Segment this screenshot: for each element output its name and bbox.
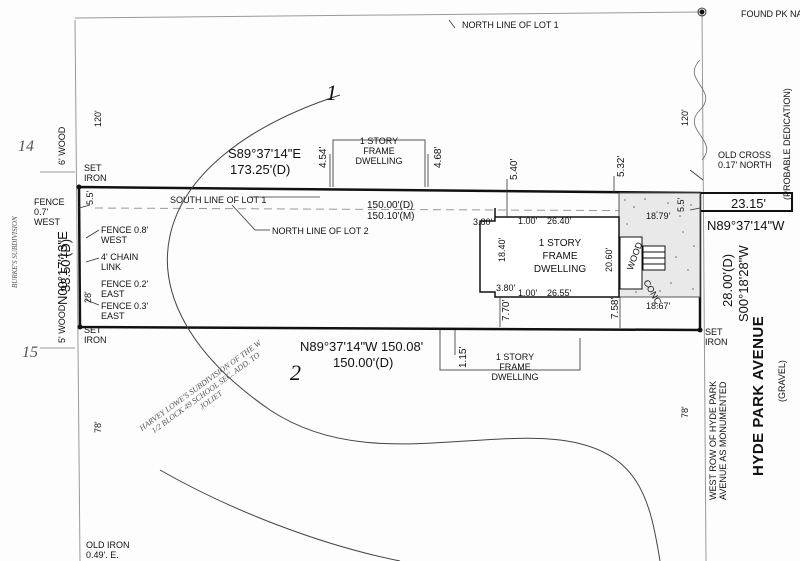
dim-770: 7.70'	[501, 299, 512, 321]
north-line-lot1-label: NORTH LINE OF LOT 1	[462, 20, 559, 30]
gravel-label: (GRAVEL)	[777, 360, 787, 402]
break-line	[693, 59, 708, 161]
west-lot-line	[74, 19, 81, 561]
dim-2655: 26.55'	[547, 288, 572, 298]
north-neighbor-house	[332, 139, 426, 187]
south-bearing: N89°37'14"W 150.08'	[300, 339, 424, 354]
found-pk-nail-label: FOUND PK NAIL	[741, 9, 800, 19]
subdivision-west-label: BURKE'S SUBDIVISION	[11, 216, 19, 288]
fence-07-label: FENCE 0.7' WEST	[34, 197, 65, 227]
east-distance: 28.00'(D)	[720, 253, 735, 307]
dim-115: 1.15'	[458, 346, 469, 368]
dist-m-label: 150.10'(M)	[367, 211, 415, 222]
dim-1840: 18.40'	[497, 237, 507, 262]
dim-2060: 20.60'	[604, 247, 614, 272]
dim-2315: 23.15'	[731, 196, 767, 211]
dim-468: 4.68'	[433, 146, 444, 168]
south-distance: 150.00'(D)	[333, 355, 394, 370]
lot1-number: 1	[326, 80, 337, 105]
five-wood-fence: 5' WOOD	[57, 304, 67, 343]
dim-120-left: 120'	[93, 110, 103, 127]
fence-08-label: FENCE 0.8' WEST	[101, 225, 149, 245]
six-wood-fence: 6' WOOD	[57, 126, 67, 165]
dim-2640: 26.40'	[547, 216, 572, 226]
dim-78-right: 78'	[680, 406, 690, 418]
hyde-park-avenue: HYDE PARK AVENUE	[750, 315, 767, 476]
dim-55-right: 5.5'	[676, 197, 686, 212]
dim-120-right: 120'	[680, 109, 690, 126]
dist-d-label: 150.00'(D)	[367, 200, 414, 211]
stairs	[642, 245, 666, 271]
north-bearing: S89°37'14"E	[228, 146, 302, 161]
dim-55-left: 5.5'	[85, 190, 95, 205]
set-iron-sw: SET IRON	[84, 325, 107, 345]
lot2-number: 2	[290, 360, 301, 385]
dim-532: 5.32'	[616, 155, 627, 177]
north-line-lot1	[74, 11, 703, 19]
south-house-label: 1 STORY FRAME DWELLING	[491, 352, 539, 382]
north-line-lot2-label: NORTH LINE OF LOT 2	[272, 226, 369, 236]
set-iron-se: SET IRON	[705, 327, 728, 347]
dim-380-bot: 3.80'	[496, 283, 516, 293]
corner-monuments	[76, 9, 705, 333]
subdivision-swirl-2	[159, 469, 401, 561]
dim-1879: 18.79'	[646, 211, 671, 221]
probable-dedication: (PROBABLE DEDICATION)	[782, 88, 792, 200]
west-distance: 33.50'(D)	[58, 238, 73, 292]
old-cross-label: OLD CROSS 0.17' NORTH	[718, 150, 772, 170]
north-house-label: 1 STORY FRAME DWELLING	[355, 136, 403, 166]
dim-100-top: 1.00'	[518, 216, 538, 226]
dim-454: 4.54'	[318, 146, 329, 168]
east-row-line	[701, 11, 707, 561]
dim-100-bot: 1.00'	[518, 288, 538, 298]
lot15-number: 15	[22, 344, 38, 361]
west-row-label: WEST ROW OF HYDE PARK AVENUE AS MONUMENT…	[708, 380, 728, 500]
east-bearing: S00°18'28"W	[736, 245, 751, 322]
north-distance: 173.25'(D)	[230, 162, 291, 177]
lot14-number: 14	[18, 138, 34, 155]
south-neighbor-house	[439, 330, 581, 371]
dim-380-top: 3.80'	[473, 217, 493, 227]
fence-02-label: FENCE 0.2' EAST	[101, 279, 149, 299]
dimension-leaders	[78, 19, 704, 355]
set-iron-nw: SET IRON	[84, 163, 107, 183]
lot-divider-line	[94, 207, 701, 212]
fence-03-label: FENCE 0.3' EAST	[101, 301, 149, 321]
pk-nail-marker	[697, 7, 707, 17]
dim-540: 5.40'	[509, 158, 520, 180]
dwelling-outline	[479, 208, 620, 298]
dwelling-label: 1 STORY FRAME DWELLING	[533, 238, 587, 275]
south-line-lot1-label: SOUTH LINE OF LOT 1	[170, 195, 267, 205]
old-iron-label: OLD IRON 0.49'. E.	[86, 540, 130, 560]
dim-1867: 18.67'	[646, 301, 671, 311]
subdivision-swirl	[167, 94, 661, 561]
dim-758: 7.58'	[610, 297, 621, 319]
wood-deck	[619, 236, 643, 290]
dim-28-left: 28'	[83, 291, 93, 303]
ne-bearing: N89°37'14"W	[707, 218, 785, 233]
chain-link-label: 4' CHAIN LINK	[101, 252, 139, 272]
dim-78-left: 78'	[93, 421, 103, 433]
